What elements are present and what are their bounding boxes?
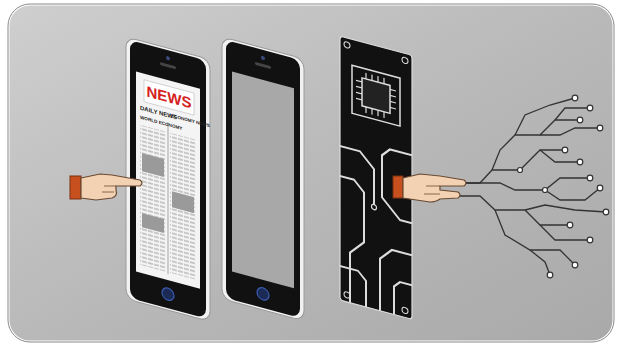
circuit-board [340, 36, 412, 319]
newspaper-screen: NEWSDAILY NEWSECONOMY NEWSWORLD ECONOMY [130, 40, 210, 319]
blank-phone [222, 37, 304, 321]
pointing-hand [70, 174, 142, 200]
touching-hand [393, 174, 466, 202]
circuit-traces [460, 98, 606, 275]
panel-border [8, 4, 614, 342]
circuit-nodes [518, 95, 609, 278]
background-panel [8, 4, 614, 342]
